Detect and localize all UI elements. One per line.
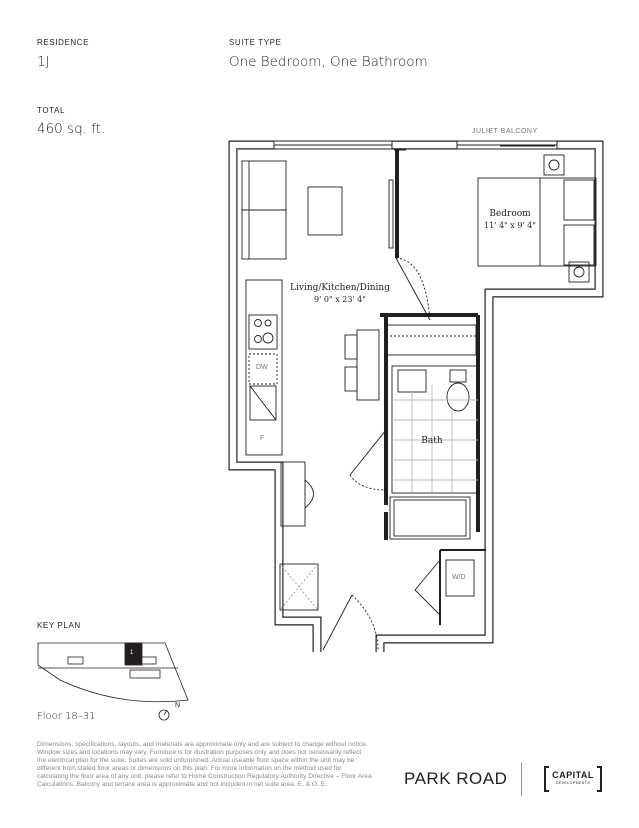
key-plan-label: KEY PLAN	[37, 621, 81, 630]
suite-type-value: One Bedroom, One Bathroom	[229, 54, 428, 70]
logo-brackets	[544, 766, 602, 792]
suite-type-label: SUITE TYPE	[229, 38, 282, 47]
room-label-bath: Bath	[421, 436, 443, 446]
total-label: TOTAL	[37, 106, 66, 115]
dishwasher-label: DW	[256, 364, 268, 371]
developer-sub: DEVELOPMENTS	[555, 781, 591, 785]
developer-name: CAPITAL	[552, 770, 594, 780]
fridge-label: F	[260, 435, 265, 442]
north-label: N	[175, 702, 181, 709]
room-label-living: Living/Kitchen/Dining 9' 0" x 23' 4"	[280, 283, 400, 305]
residence-label: RESIDENCE	[37, 38, 90, 47]
room-dims: 11' 4" x 9' 4"	[484, 221, 536, 230]
room-dims: 9' 0" x 23' 4"	[314, 295, 366, 304]
juliet-balcony-label: JULIET BALCONY	[472, 128, 538, 135]
residence-value: 1J	[37, 54, 50, 70]
key-plan-drawing	[37, 642, 189, 721]
disclaimer-text: Dimensions, specifications, layouts, and…	[37, 741, 372, 789]
park-road-logo: PARK ROAD	[404, 769, 508, 788]
fixtures	[241, 154, 597, 651]
key-plan-unit-marker: 1	[130, 650, 134, 656]
capital-developments-logo: CAPITAL DEVELOPMENTS	[542, 765, 604, 793]
floor-range: Floor 18–31	[37, 711, 96, 722]
room-label-bedroom: Bedroom 11' 4" x 9' 4"	[478, 209, 542, 231]
logo-divider	[521, 762, 522, 796]
room-name: Bedroom	[489, 209, 531, 219]
room-name: Living/Kitchen/Dining	[290, 283, 390, 293]
washer-dryer-label: W/D	[452, 574, 466, 581]
total-value: 460 sq. ft.	[37, 121, 106, 137]
exterior-walls	[228, 140, 604, 652]
